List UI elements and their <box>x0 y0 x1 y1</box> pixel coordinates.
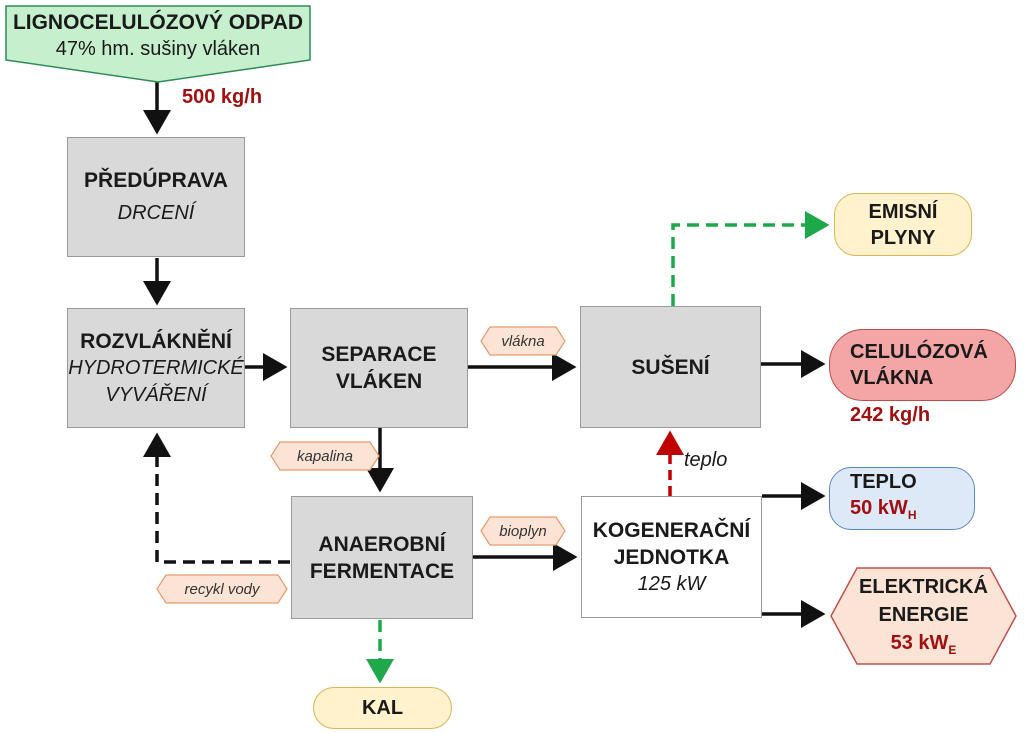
input-node: LIGNOCELULÓZOVÝ ODPAD 47% hm. sušiny vlá… <box>4 4 312 84</box>
tag-heat: teplo <box>684 449 728 471</box>
separation-box: SEPARACE VLÁKEN <box>290 308 468 428</box>
tag-liquid: kapalina <box>270 441 380 471</box>
tag-biogas: bioplyn <box>480 516 566 546</box>
electric-value: 53 kW <box>890 632 949 654</box>
fibers-node: CELULÓZOVÁ VLÁKNA <box>829 329 1016 401</box>
drying-title: SUŠENÍ <box>631 355 710 379</box>
input-title: LIGNOCELULÓZOVÝ ODPAD <box>12 11 304 34</box>
electric-title-1: ELEKTRICKÁ <box>859 576 988 598</box>
pretreatment-subtitle: DRCENÍ <box>117 202 195 224</box>
tag-water-label: recykl vody <box>184 580 260 598</box>
defibration-box: ROZVLÁKNĚNÍ HYDROTERMICKÉ VYVÁŘENÍ <box>67 308 245 428</box>
fibers-title-2: VLÁKNA <box>850 367 934 389</box>
input-flow: 500 kg/h <box>182 86 263 108</box>
arrow-drying-emissions <box>671 211 830 306</box>
emissions-title-2: PLYNY <box>870 226 936 249</box>
heat-value: 50 kW <box>850 497 908 519</box>
defibration-subtitle-1: HYDROTERMICKÉ <box>68 356 244 379</box>
emissions-title-1: EMISNÍ <box>868 200 938 223</box>
separation-title-2: VLÁKEN <box>335 370 423 393</box>
drying-box: SUŠENÍ <box>580 306 761 428</box>
emissions-node: EMISNÍ PLYNY <box>834 193 972 256</box>
fibers-title-1: CELULÓZOVÁ <box>850 341 988 363</box>
chp-subtitle: 125 kW <box>637 572 706 595</box>
anaerobic-title-2: FERMENTACE <box>309 559 455 583</box>
electric-value-row: 53 kWE <box>829 629 1018 664</box>
heat-node: TEPLO 50 kWH <box>829 467 975 530</box>
tag-fibers: vlákna <box>480 326 566 356</box>
electric-shape <box>830 567 1017 665</box>
heat-unit-sub: H <box>907 508 917 522</box>
tag-liquid-label: kapalina <box>297 447 353 465</box>
tag-fibers-label: vlákna <box>501 332 545 350</box>
chp-title-1: KOGENERAČNÍ <box>592 518 751 542</box>
separation-title-1: SEPARACE <box>321 343 437 366</box>
heat-value-row: 50 kWH <box>850 495 916 528</box>
chp-box: KOGENERAČNÍ JEDNOTKA 125 kW <box>581 496 762 618</box>
fibers-flow: 242 kg/h <box>850 404 931 426</box>
defibration-subtitle-2: VYVÁŘENÍ <box>105 383 207 406</box>
anaerobic-title-1: ANAEROBNÍ <box>318 532 446 556</box>
sludge-node: KAL <box>313 687 452 729</box>
chp-title-2: JEDNOTKA <box>613 545 730 569</box>
sludge-title: KAL <box>361 697 404 719</box>
input-subtitle: 47% hm. sušiny vláken <box>55 38 261 60</box>
defibration-title: ROZVLÁKNĚNÍ <box>80 329 232 353</box>
pretreatment-title: PŘEDÚPRAVA <box>84 169 228 192</box>
input-shape <box>5 5 311 83</box>
electric-unit-sub: E <box>948 643 957 657</box>
electric-node: ELEKTRICKÁ ENERGIE 53 kWE <box>829 566 1018 666</box>
heat-title: TEPLO <box>850 471 917 493</box>
anaerobic-box: ANAEROBNÍ FERMENTACE <box>291 496 473 619</box>
tag-water: recykl vody <box>156 574 288 604</box>
pretreatment-box: PŘEDÚPRAVA DRCENÍ <box>67 137 245 257</box>
electric-title-2: ENERGIE <box>878 604 969 626</box>
tag-biogas-label: bioplyn <box>499 522 547 540</box>
arrow-water-recycle <box>143 432 290 564</box>
